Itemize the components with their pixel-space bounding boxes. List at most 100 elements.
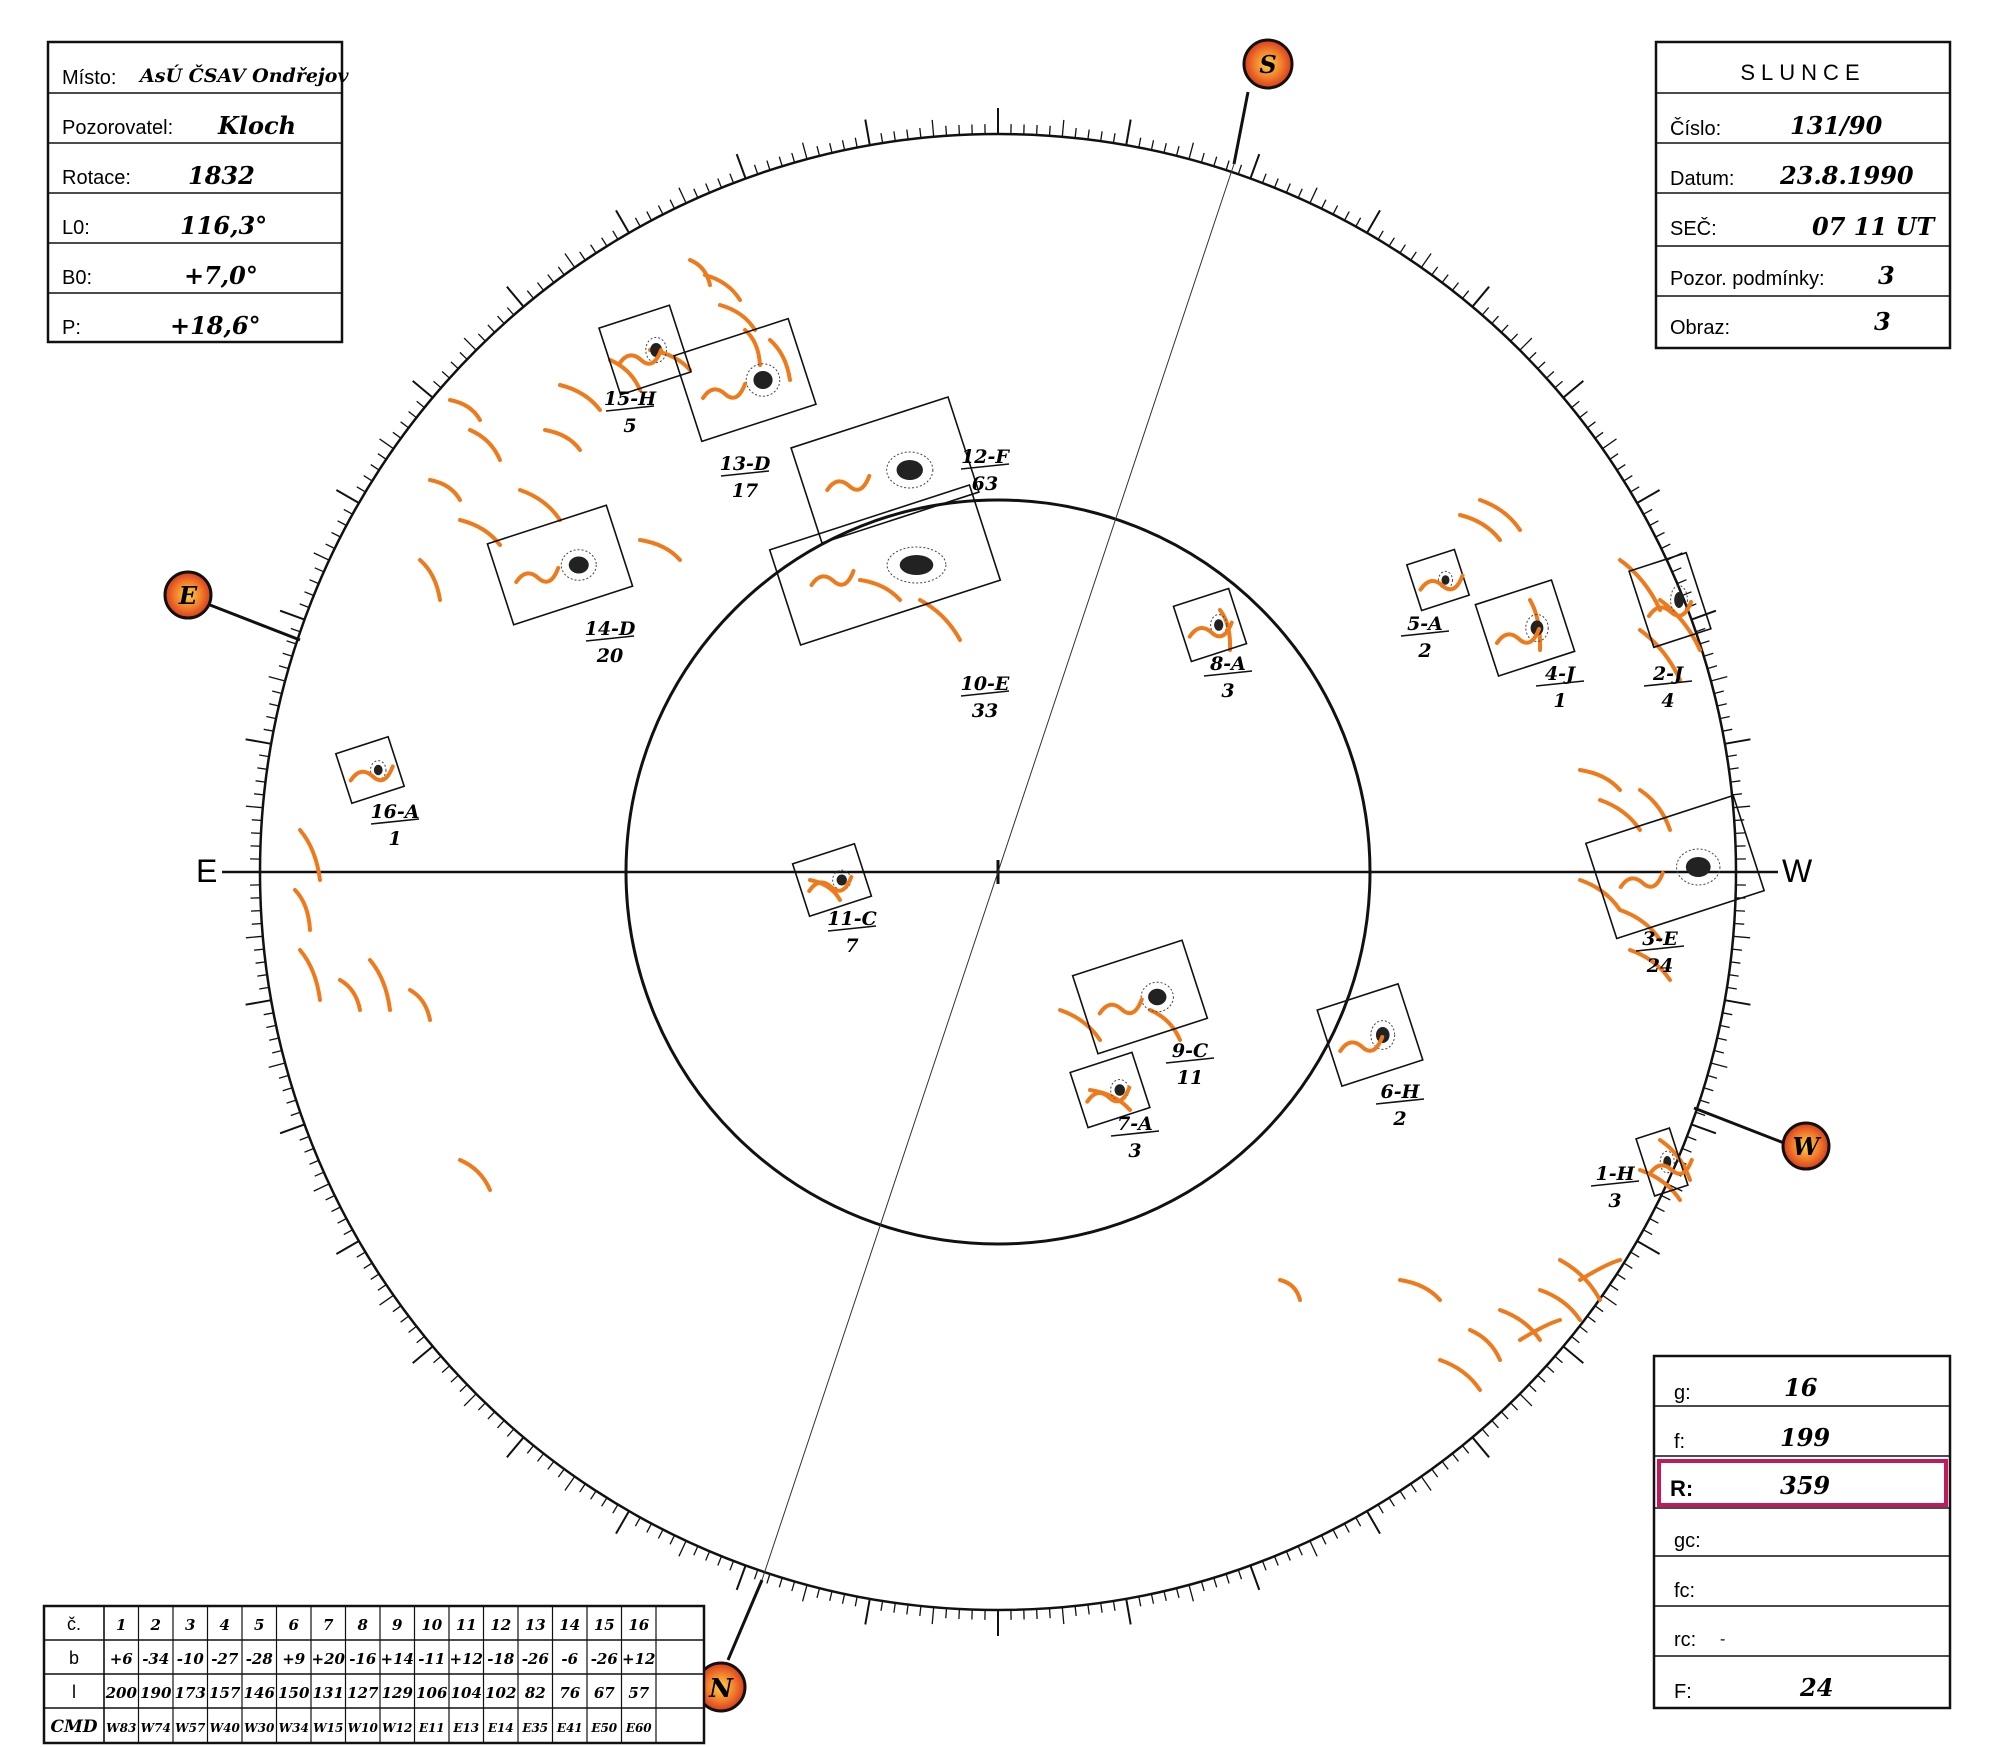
limb-tick	[1722, 728, 1733, 732]
limb-tick	[331, 531, 341, 538]
limb-tick	[1731, 948, 1742, 951]
limb-tick	[1623, 475, 1633, 482]
table-cell-number: 1	[116, 1616, 126, 1634]
limb-tick	[412, 1345, 434, 1364]
limb-tick	[678, 187, 687, 204]
table-cell-cmd: E50	[590, 1721, 617, 1735]
limb-tick	[1399, 1490, 1406, 1500]
rc-label: rc:	[1674, 1629, 1696, 1651]
limb-tick	[1213, 1577, 1218, 1588]
spot-umbra	[568, 556, 589, 574]
limb-tick	[1616, 464, 1626, 471]
group-count-label: 2	[1392, 1108, 1406, 1130]
limb-tick	[1377, 230, 1384, 240]
limb-tick	[729, 173, 735, 184]
limb-tick	[705, 1551, 711, 1561]
group-box	[597, 304, 693, 396]
group-label-rule	[827, 925, 877, 932]
limb-tick	[450, 361, 459, 370]
limb-tick	[1100, 131, 1103, 142]
group-id-label: 6-H	[1380, 1081, 1420, 1103]
spot-umbra	[753, 371, 773, 389]
limb-tick	[778, 1577, 783, 1588]
facula-stroke	[298, 948, 322, 1002]
table-cell-cmd: W34	[279, 1721, 309, 1735]
limb-tick	[250, 909, 262, 912]
limb-tick	[259, 754, 270, 758]
table-cell-b: -16	[349, 1650, 377, 1668]
limb-tick	[1594, 431, 1604, 439]
limb-tick	[377, 453, 387, 460]
table-cell-number: 4	[220, 1616, 230, 1634]
limb-tick	[259, 986, 270, 990]
limb-tick	[1309, 1540, 1318, 1557]
place-value: AsÚ ČSAV Ondřejov	[138, 64, 349, 87]
limb-tick	[1163, 143, 1167, 154]
limb-tick	[309, 579, 319, 585]
axis-east-label: E	[196, 853, 217, 889]
limb-tick	[1074, 1605, 1077, 1616]
limb-tick	[931, 119, 935, 137]
limb-tick	[735, 1565, 747, 1591]
limb-tick	[314, 567, 325, 573]
table-cell-b: +12	[622, 1650, 655, 1668]
spot-penumbra	[1659, 1150, 1675, 1174]
table-cell-l: 127	[347, 1684, 379, 1702]
limb-tick	[801, 1584, 808, 1602]
limb-tick	[693, 188, 699, 199]
limb-tick	[766, 160, 771, 171]
facula-stroke	[1618, 908, 1662, 942]
axis-west-label: W	[1782, 853, 1813, 889]
limb-tick	[526, 1445, 535, 1454]
limb-tick	[290, 627, 301, 633]
limb-tick	[272, 1049, 283, 1054]
limb-tick	[1309, 187, 1318, 204]
limb-tick	[335, 489, 360, 504]
f-label: f:	[1674, 1431, 1685, 1453]
group-id-label: 10-E	[961, 673, 1010, 695]
limb-tick	[251, 819, 262, 822]
table-cell-l: 131	[313, 1684, 344, 1702]
limb-tick	[612, 1504, 619, 1514]
table-cell-cmd: E35	[521, 1721, 548, 1735]
limb-tick	[477, 1402, 486, 1411]
limb-tick	[441, 1365, 451, 1373]
limb-tick	[1707, 665, 1718, 670]
limb-tick	[343, 508, 353, 515]
limb-tick	[1100, 1602, 1103, 1613]
faculae-layer	[293, 258, 1702, 1392]
south-marker	[1242, 38, 1294, 90]
group-facula	[1647, 600, 1693, 618]
limb-tick	[1623, 1262, 1633, 1269]
limb-tick	[400, 421, 409, 429]
sunspot-group: 9-C11	[1071, 939, 1215, 1089]
limb-tick	[1587, 421, 1596, 429]
limb-tick	[753, 164, 759, 175]
limb-tick	[1366, 1510, 1381, 1535]
limb-tick	[1571, 1335, 1580, 1344]
group-box	[673, 317, 817, 443]
date-label: Datum:	[1670, 168, 1734, 190]
limb-tick	[536, 1453, 545, 1462]
limb-tick	[282, 652, 293, 657]
limb-tick	[1273, 178, 1279, 188]
group-box	[791, 842, 873, 918]
limb-tick	[1699, 1099, 1710, 1104]
facula-stroke	[368, 958, 392, 1012]
limb-tick	[497, 315, 505, 325]
table-row-label-cmd: CMD	[50, 1717, 97, 1737]
group-label-rule	[960, 690, 1010, 697]
south-marker-label: S	[1259, 50, 1276, 79]
limb-tick	[325, 543, 335, 550]
limb-tick	[1237, 1569, 1243, 1580]
limb-tick	[1491, 1419, 1499, 1429]
table-cell-number: 10	[421, 1616, 442, 1634]
facula-stroke	[1398, 1278, 1442, 1302]
facula-stroke	[688, 258, 712, 287]
limb-tick	[408, 1325, 417, 1334]
table-cell-b: +14	[381, 1650, 414, 1668]
limb-tick	[286, 640, 297, 645]
east-marker-label: E	[178, 581, 198, 610]
facula-stroke	[448, 398, 482, 422]
east-marker	[163, 570, 213, 620]
